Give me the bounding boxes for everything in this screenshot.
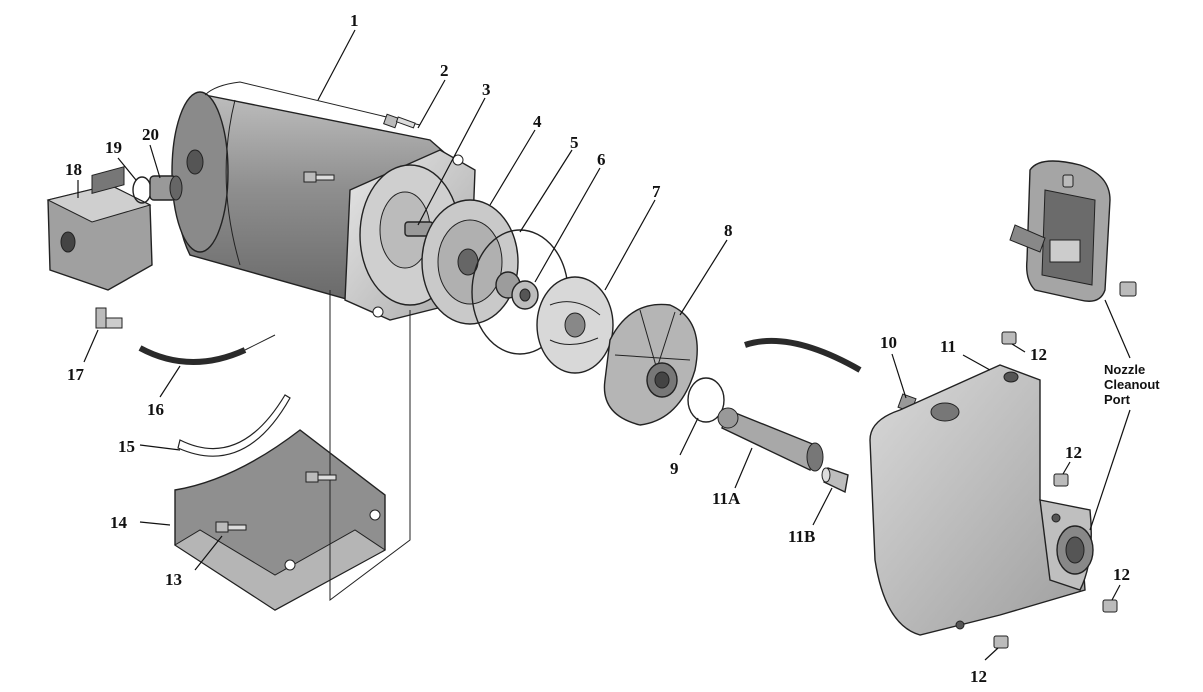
callout-12-bottom: 12 [970,667,987,686]
callout-20: 20 [142,125,159,144]
seal-plate [421,199,519,325]
callout-17: 17 [67,365,85,384]
callout-5: 5 [570,133,579,152]
impeller [536,276,614,374]
pipe-plug-side [1053,473,1069,487]
pipe-plug-bottom [993,635,1009,649]
callout-10: 10 [880,333,897,352]
base-bolt [215,471,337,533]
callout-6: 6 [597,150,606,169]
callout-13: 13 [165,570,182,589]
nozzle [821,467,849,494]
locknut [132,176,152,204]
connector [149,175,183,201]
callout-3: 3 [482,80,491,99]
callout-11b: 11B [788,527,815,546]
pressure-tube [138,334,276,365]
note-line-1: Nozzle [1104,362,1145,377]
shaft-seal [495,271,539,310]
nozzle-cleanout-label: Nozzle Cleanout Port [1104,362,1160,407]
callout-2: 2 [440,61,449,80]
leader-lines [77,29,1131,661]
callout-11: 11 [940,337,956,356]
note-line-2: Cleanout [1104,377,1160,392]
bolt [383,113,416,129]
callout-14: 14 [110,513,128,532]
priming-tube [744,337,862,373]
callout-8: 8 [724,221,733,240]
callout-15: 15 [118,437,135,456]
callout-19: 19 [105,138,122,157]
callout-7: 7 [652,182,661,201]
venturi [717,407,824,472]
pump-casing [869,364,1094,636]
callout-12-top: 12 [1030,345,1047,364]
callout-16: 16 [147,400,164,419]
motor-stud-bolt [303,171,335,183]
nozzle-cleanout-inset [1009,160,1137,302]
clamp-band [177,394,291,457]
callout-18: 18 [65,160,82,179]
elbow-fitting [95,307,123,329]
diffuser-o-ring [687,377,725,423]
pipe-plug-bottom-right [1102,599,1118,613]
note-line-3: Port [1104,392,1131,407]
diffuser [603,303,698,426]
callout-labels: 1 2 3 4 5 6 7 8 9 10 11 11A 11B 12 12 12… [65,11,1130,686]
pressure-switch [46,166,153,291]
callout-12-right: 12 [1113,565,1130,584]
callout-1: 1 [350,11,359,30]
callout-9: 9 [670,459,679,478]
callout-11a: 11A [712,489,741,508]
callout-12-side: 12 [1065,443,1082,462]
pipe-plug-top [1001,331,1017,345]
callout-4: 4 [533,112,542,131]
motor [171,81,476,321]
